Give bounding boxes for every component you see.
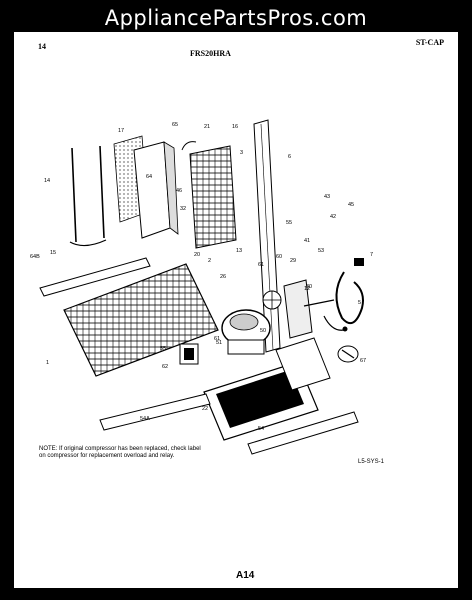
callout: 65 <box>172 122 178 128</box>
callout: 20 <box>194 252 200 258</box>
relay-overload <box>179 343 199 365</box>
callout: 61 <box>258 262 264 268</box>
power-cord <box>335 258 364 325</box>
callout: 15 <box>50 250 56 256</box>
callout: 41 <box>304 238 310 244</box>
callout: 1 <box>46 360 49 366</box>
callout: 21 <box>204 124 210 130</box>
callout-labels: 17 65 21 16 6 14 3 64 46 32 13 15 60 55 … <box>30 122 373 432</box>
base-pan <box>203 337 331 441</box>
callout: 46 <box>176 188 182 194</box>
mounting-bracket <box>39 257 151 297</box>
exploded-parts-drawing: 17 65 21 16 6 14 3 64 46 32 13 15 60 55 … <box>30 119 373 455</box>
callout: 54A <box>140 416 150 422</box>
parts-diagram-sheet: 14 FRS20HRA ST-CAP <box>14 32 458 588</box>
callout: 30 <box>306 284 312 290</box>
condenser-coil <box>63 263 219 377</box>
callout: 5 <box>358 300 361 306</box>
callout: 51 <box>216 340 222 346</box>
model-number: FRS20HRA <box>190 49 231 58</box>
callout: 62 <box>162 364 168 370</box>
callout: 2 <box>208 258 211 264</box>
callout: 42 <box>330 214 336 220</box>
callout: 26 <box>220 274 226 280</box>
callout: 32 <box>180 206 186 212</box>
replacement-note: NOTE: If original compressor has been re… <box>39 446 201 459</box>
side-rail <box>247 411 359 455</box>
callout: 67 <box>360 358 366 364</box>
callout: 7 <box>370 252 373 258</box>
condenser-fan <box>262 290 282 310</box>
compressor <box>221 309 271 355</box>
evaporator-coil <box>181 141 237 249</box>
callout: 45 <box>348 202 354 208</box>
callout: 61 <box>214 336 220 342</box>
callout: 6 <box>288 154 291 160</box>
callout: 8 <box>234 406 237 412</box>
callout: 55 <box>286 220 292 226</box>
callout: 53 <box>318 248 324 254</box>
callout: 64 <box>146 174 152 180</box>
drawing-reference: L5-SYS-1 <box>358 459 385 465</box>
evaporator-cover <box>133 141 179 239</box>
section-code: ST-CAP <box>415 38 444 47</box>
callout: 29 <box>290 258 296 264</box>
callout: 3 <box>240 150 243 156</box>
callout: 55 <box>160 346 166 352</box>
callout: 60 <box>276 254 282 260</box>
footer-page-number: A14 <box>236 570 255 581</box>
fan-motor-bracket <box>283 279 335 339</box>
callout: 64B <box>30 254 40 260</box>
tubing <box>323 315 348 332</box>
callout: 16 <box>232 124 238 130</box>
page-number: 14 <box>38 42 46 51</box>
callout: 13 <box>236 248 242 254</box>
callout: 17 <box>118 128 124 134</box>
watermark: AppliancePartsPros.com <box>104 6 368 30</box>
drain-pan <box>337 345 359 363</box>
front-rail <box>99 393 211 431</box>
callout: 50 <box>260 328 266 334</box>
callout: 54 <box>258 426 264 432</box>
callout: 22 <box>202 406 208 412</box>
callout: 12 <box>304 286 310 292</box>
defrost-heater-rods <box>69 145 107 247</box>
callout: 43 <box>324 194 330 200</box>
callout: 14 <box>44 178 50 184</box>
